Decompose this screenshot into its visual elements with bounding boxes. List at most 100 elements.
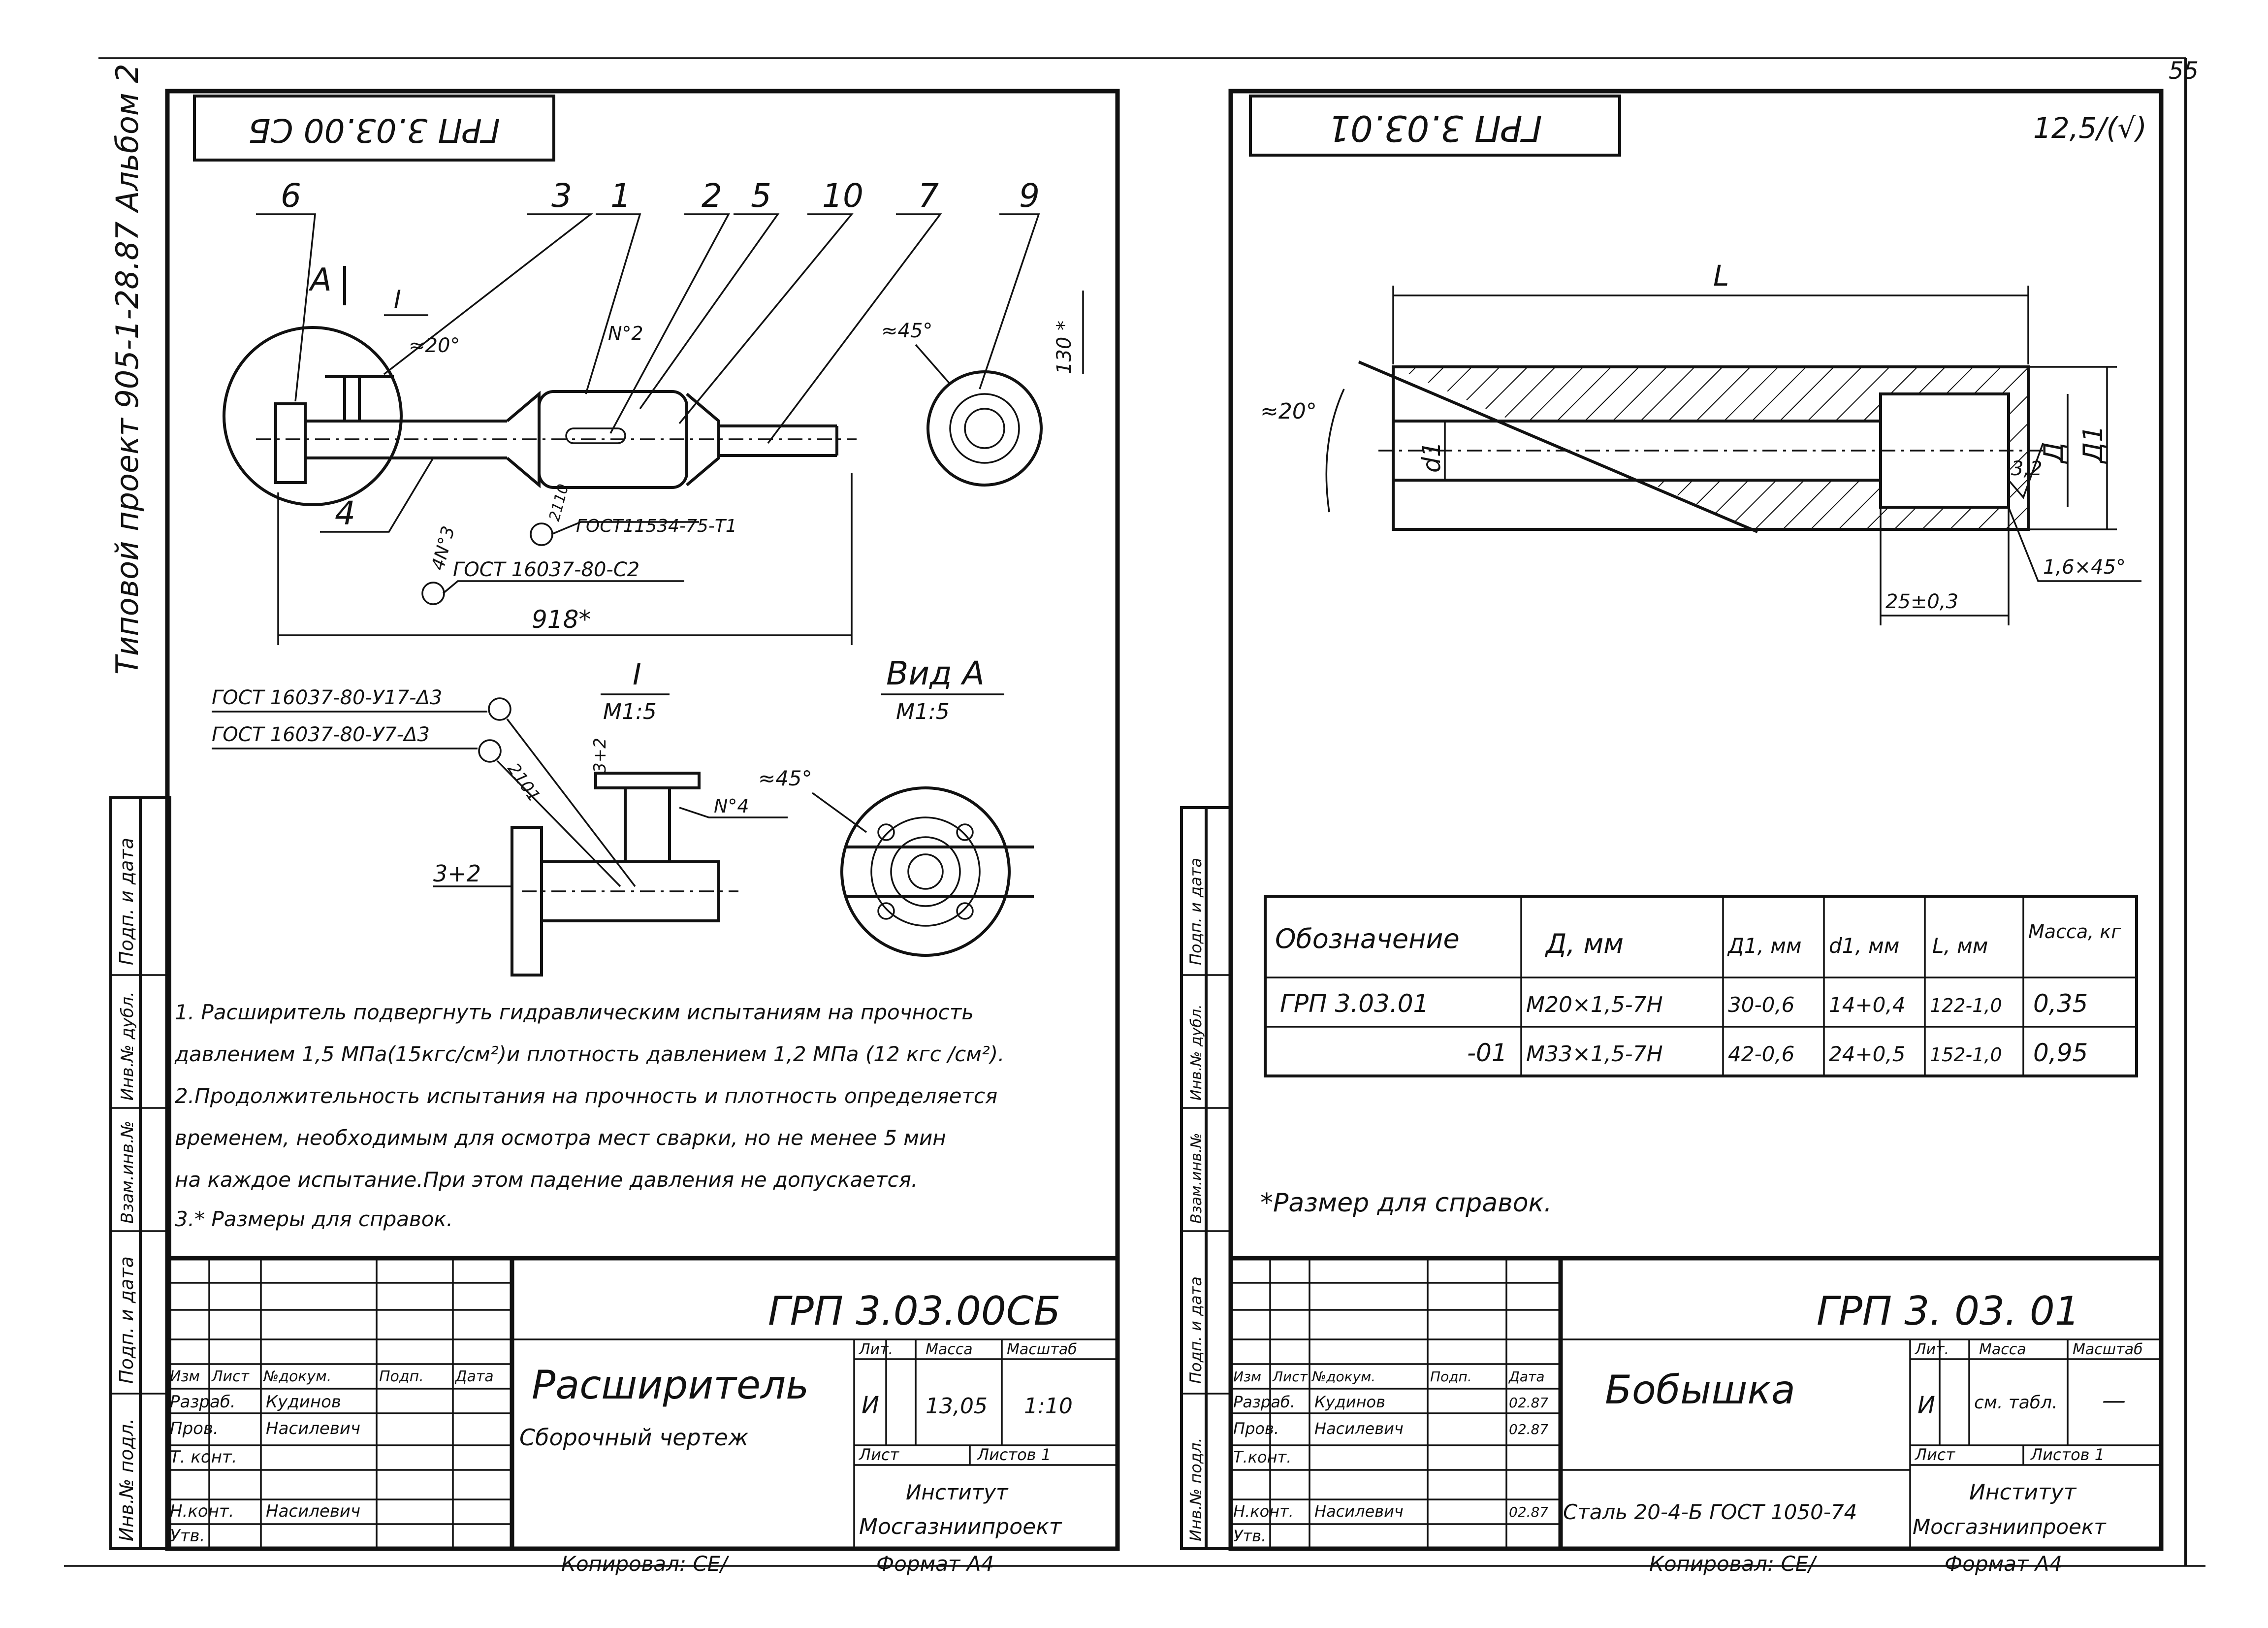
dim-D: Д <box>2038 442 2069 464</box>
right-role-header-doc: №докум. <box>1311 1368 1375 1385</box>
left-sheets-label: Листов 1 <box>977 1445 1051 1464</box>
project-margin-note: Типовой проект 905-1-28.87 Альбом 2 <box>109 64 145 675</box>
view-scale: М1:5 <box>896 699 950 724</box>
note-line-1: 1. Расширитель подвергнуть гидравлически… <box>175 1000 974 1024</box>
view-a-marker: А <box>308 262 332 298</box>
left-side-label-5: Инв.№ подл. <box>116 1418 137 1541</box>
right-role-header-izm: Изм <box>1233 1368 1261 1385</box>
table-r2-c2: М33×1,5-7Н <box>1526 1042 1663 1067</box>
right-scale-header: Масштаб <box>2073 1341 2143 1358</box>
chamfer: 1,6×45° <box>2043 556 2126 579</box>
right-material: Сталь 20-4-Б ГОСТ 1050-74 <box>1563 1500 1857 1524</box>
left-role-header-date: Дата <box>454 1368 494 1385</box>
right-scale-value: — <box>2102 1387 2126 1414</box>
boss-variants-table: Обозначение Д, мм Д1, мм d1, мм L, мм Ма… <box>1264 895 2138 1077</box>
dim-25: 25±0,3 <box>1885 590 1958 613</box>
angle-45-bottom: ≈45° <box>758 766 812 790</box>
left-scale-value: 1:10 <box>1024 1394 1073 1419</box>
left-lit-header: Лит. <box>859 1341 893 1358</box>
right-sheets-label: Листов 1 <box>2030 1445 2105 1464</box>
left-scale-header: Масштаб <box>1007 1341 1077 1358</box>
right-sheet-label: Лист <box>1915 1445 1955 1464</box>
dim-d1: d1 <box>1417 441 1446 473</box>
table-header-5: L, мм <box>1932 934 1988 958</box>
left-side-label-3: Взам.инв.№ <box>118 1121 137 1224</box>
note-line-2: давлением 1,5 МПа(15кгс/см²)и плотность … <box>174 1042 1004 1066</box>
right-name-5: Насилевич <box>1314 1502 1404 1521</box>
boss-section-view: L d1 Д Д1 ≈20° 3,2 <box>1260 259 2141 625</box>
table-r1-c4: 14+0,4 <box>1829 993 1905 1017</box>
leader-5: 5 <box>751 177 771 215</box>
right-side-stamp: Подп. и дата Инв.№ дубл. Взам.инв.№ Подп… <box>1180 806 1232 1550</box>
roughness-mark: 12,5/(√) <box>2033 111 2147 145</box>
right-sheet: ГРП 3.03.01 12,5/(√) Подп. и дата Инв.№ … <box>1180 89 2164 1576</box>
right-role-5: Н.конт. <box>1233 1502 1294 1521</box>
left-side-label-2: Инв.№ дубл. <box>118 991 137 1101</box>
right-title-block: Изм Лист №докум. Подп. Дата Разраб. Пров… <box>1231 1256 2161 1549</box>
gost-16037-u7: ГОСТ 16037-80-У7-Δ3 <box>212 723 430 746</box>
leader-1: 1 <box>610 177 631 215</box>
left-side-label-1: Подп. и дата <box>116 838 137 965</box>
left-role-2: Пров. <box>170 1419 219 1438</box>
gost-16037-c2: ГОСТ 16037-80-С2 <box>453 558 639 581</box>
angle-20: ≈20° <box>409 334 460 357</box>
table-r2-c5: 152-1,0 <box>1930 1044 2002 1066</box>
left-side-label-4: Подп. и дата <box>116 1256 137 1384</box>
right-lit-value: И <box>1917 1392 1935 1419</box>
right-org-line-2: Мосгазниипроект <box>1913 1515 2107 1539</box>
right-side-label-5: Инв.№ подл. <box>1186 1437 1205 1541</box>
view-title: Вид А <box>886 654 985 692</box>
node-title: I <box>633 657 641 692</box>
node-scale: М1:5 <box>603 699 657 724</box>
note-line-5: на каждое испытание.При этом падение дав… <box>175 1168 918 1192</box>
table-r1-c5: 122-1,0 <box>1930 995 2002 1016</box>
right-format: Формат А4 <box>1945 1552 2062 1576</box>
right-date-5: 02.87 <box>1509 1504 1548 1520</box>
right-role-2: Пров. <box>1233 1419 1279 1438</box>
left-role-3: Т. конт. <box>170 1447 237 1467</box>
note-line-3: 2.Продолжительность испытания на прочнос… <box>175 1084 997 1108</box>
view-a-detail: Вид А М1:5 ≈45° <box>758 654 1034 957</box>
leader-3: 3 <box>551 177 572 215</box>
leader-4: 4 <box>335 494 355 532</box>
right-name-2: Насилевич <box>1314 1419 1404 1438</box>
left-side-stamp: Подп. и дата Инв.№ дубл. Взам.инв.№ Подп… <box>109 796 171 1550</box>
right-role-1: Разраб. <box>1233 1393 1295 1411</box>
left-role-5: Н.конт. <box>170 1501 234 1521</box>
left-org-line-2: Мосгазниипроект <box>859 1514 1062 1539</box>
angle-20-right: ≈20° <box>1260 399 1317 424</box>
dim-130: 130 * <box>1053 321 1076 374</box>
right-date-1: 02.87 <box>1509 1395 1548 1411</box>
node-i-detail: ГОСТ 16037-80-У17-Δ3 ГОСТ 16037-80-У7-Δ3… <box>212 657 788 977</box>
leader-6: 6 <box>281 177 301 215</box>
dim-3-left: 3+2 <box>433 860 481 887</box>
gost-16037-u17: ГОСТ 16037-80-У17-Δ3 <box>212 686 442 709</box>
left-name-5: Насилевич <box>266 1501 360 1521</box>
table-header-4: d1, мм <box>1829 934 1899 958</box>
right-name-1: Кудинов <box>1314 1393 1385 1411</box>
reference-note: *Размер для справок. <box>1260 1188 1552 1218</box>
node-marker: I <box>394 285 401 314</box>
left-notes: 1. Расширитель подвергнуть гидравлически… <box>174 1000 1004 1231</box>
left-role-header-sign: Подп. <box>379 1368 424 1385</box>
table-header-3: Д1, мм <box>1727 934 1802 958</box>
right-role-6: Утв. <box>1233 1527 1266 1545</box>
dim-D1: Д1 <box>2077 425 2108 464</box>
dim-918: 918* <box>532 605 591 634</box>
dim-L: L <box>1713 259 1729 293</box>
left-name-2: Насилевич <box>266 1419 360 1438</box>
table-header-6: Масса, кг <box>2028 921 2121 943</box>
left-lit-value: И <box>862 1392 879 1419</box>
right-role-3: Т.конт. <box>1233 1448 1291 1466</box>
leader-10: 10 <box>822 177 863 215</box>
left-org-line-1: Институт <box>906 1480 1009 1504</box>
note-line-6: 3.* Размеры для справок. <box>175 1207 453 1231</box>
left-role-header-list: Лист <box>211 1368 250 1385</box>
right-lit-header: Лит. <box>1915 1341 1949 1358</box>
weld-2101: 2101 <box>504 759 544 806</box>
right-role-header-sign: Подп. <box>1430 1368 1472 1385</box>
gost-11534: ГОСТ11534-75-Т1 <box>576 516 737 536</box>
right-part-name: Бобышка <box>1605 1367 1795 1413</box>
right-org-line-1: Институт <box>1969 1480 2077 1505</box>
